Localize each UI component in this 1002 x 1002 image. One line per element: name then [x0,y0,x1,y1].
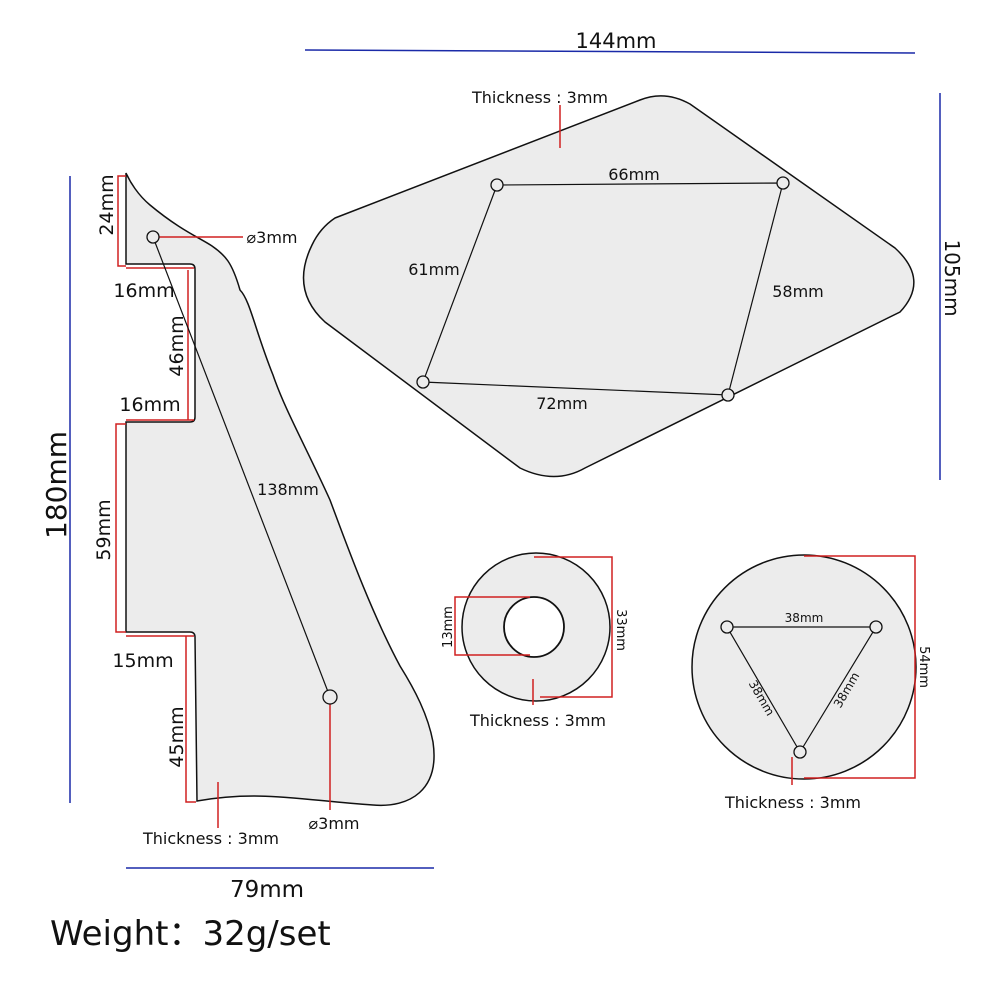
screw-hole [776,176,790,190]
step1-label: 16mm [113,280,174,302]
left-span-label: 61mm [408,260,460,279]
bottom-span-label: 72mm [536,394,588,413]
seg2-label: 46mm [166,315,188,376]
disc-outline [691,554,917,780]
screw-hole [721,388,735,402]
top-plate-outline [302,95,915,478]
hole-top-label: ⌀3mm [247,228,298,247]
ring: 33mm 13mm Thickness : 3mm [441,552,628,730]
height-label: 105mm [940,239,964,316]
dim-54 [804,555,916,779]
width-dimension-line [304,49,916,54]
thickness-label: Thickness : 3mm [724,793,861,812]
dim-45 [185,636,196,803]
top-side-label: 38mm [785,611,824,625]
dim-13 [454,596,530,656]
right-span-label: 58mm [772,282,824,301]
screw-hole [490,178,504,192]
dim-33 [534,556,613,698]
ring-inner [503,596,565,658]
pickguard-outline [125,172,435,807]
step3-label: 15mm [112,650,173,672]
outer-label: 33mm [613,609,628,651]
weight-label: Weight：32g/set [50,914,331,954]
seg3-label: 59mm [93,499,115,560]
seg4-label: 45mm [166,706,188,767]
diagonal-line [152,236,331,698]
hole-bottom-label: ⌀3mm [309,814,360,833]
thickness-label: Thickness : 3mm [471,88,608,107]
screw-hole [322,689,338,705]
width-label: 144mm [576,29,657,53]
hole-triangle [725,626,878,754]
width-label: 79mm [230,877,304,903]
pickguard: 180mm 79mm 24mm 16mm 46mm 16mm 59mm 15mm… [40,172,435,903]
screw-hole [416,375,430,389]
height-label: 180mm [40,431,73,539]
top-plate: 144mm 105mm 66mm 61mm 58mm 72mm Thicknes… [302,29,964,480]
seg1-label: 24mm [96,174,118,235]
step2-label: 16mm [119,394,180,416]
screw-hole [720,620,734,634]
dim-59 [115,423,126,633]
screw-hole [146,230,160,244]
diameter-label: 54mm [916,646,931,688]
screw-hole [869,620,883,634]
top-span-label: 66mm [608,165,660,184]
dim-24 [117,175,126,267]
disc: 54mm 38mm 38mm 38mm Thickness : 3mm [691,554,931,812]
screw-hole [793,745,807,759]
diagonal-label: 138mm [257,480,319,499]
thickness-label: Thickness : 3mm [469,711,606,730]
inner-label: 13mm [441,606,456,648]
thickness-label: Thickness : 3mm [142,829,279,848]
